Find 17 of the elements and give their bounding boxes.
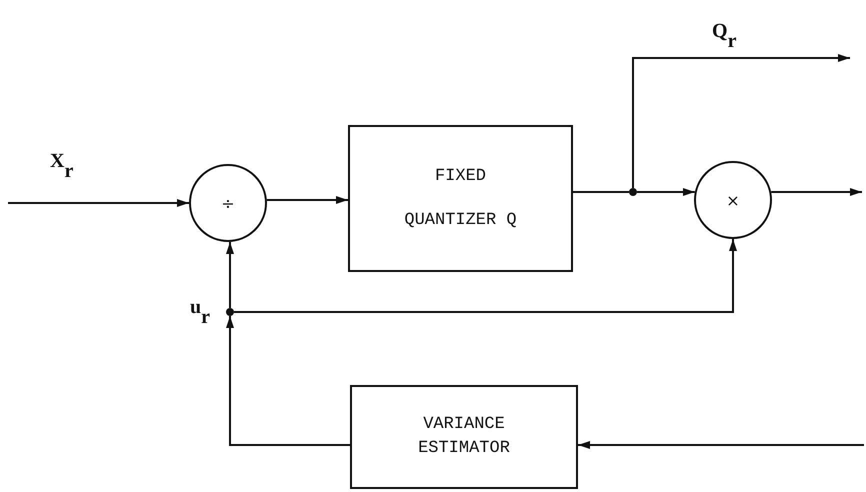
operator-symbol: ÷ [221,194,235,212]
signal-arrow [637,188,695,196]
signal-arrow [234,239,737,313]
signal-arrow [771,188,862,196]
junction-dot [226,308,234,316]
signal-arrow [632,54,850,188]
estimator-block [350,385,578,489]
block-label: FIXED QUANTIZER Q [403,166,518,232]
signal-arrow [8,199,189,207]
signal-arrow [226,316,350,446]
signal-arrow [266,196,348,204]
signal-arrow [578,441,864,449]
signal-arrow [226,242,234,308]
junction-dot [629,188,637,196]
block-label: VARIANCE ESTIMATOR [417,414,511,460]
quantizer-block [348,125,573,272]
operator-symbol: × [726,190,740,210]
